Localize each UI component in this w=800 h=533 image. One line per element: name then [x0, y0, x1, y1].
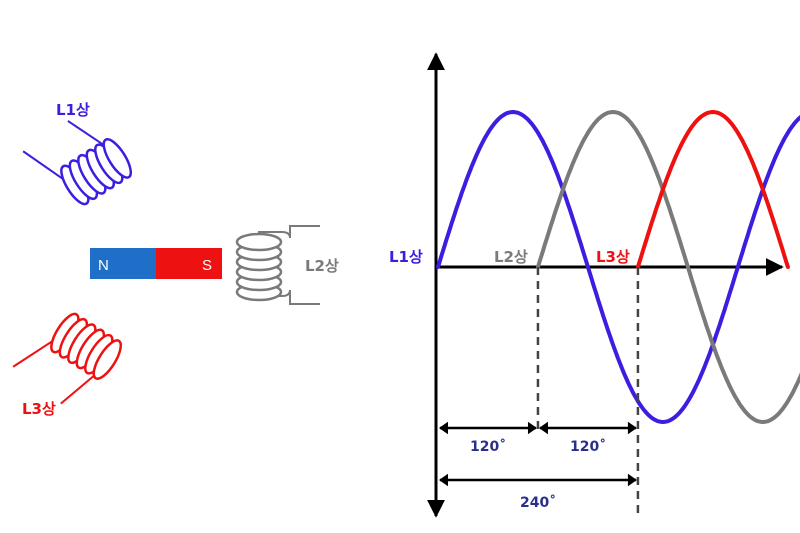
wave-l2 — [536, 109, 800, 425]
magnet-north — [90, 248, 156, 279]
chart-axes — [427, 52, 784, 518]
wave-l3 — [635, 109, 790, 269]
dimension-label-first: 120˚ — [470, 438, 506, 455]
phase-dimensions — [439, 421, 637, 487]
dimension-arrow-second — [538, 421, 637, 435]
phase-label-l2: L2상 — [494, 248, 528, 266]
bar-magnet: N S — [90, 248, 222, 279]
phase-waves — [436, 109, 800, 425]
dimension-label-total: 240˚ — [520, 494, 556, 511]
magnet-south — [156, 248, 222, 279]
magnet-north-label: N — [98, 257, 109, 274]
l3-coil-label: L3상 — [22, 400, 56, 418]
dimension-label-second: 120˚ — [570, 438, 606, 455]
phase-label-l3: L3상 — [596, 248, 630, 266]
dimension-arrow-first — [439, 421, 537, 435]
l2-coil — [235, 225, 320, 305]
wave-l1 — [436, 109, 800, 425]
l2-coil-label: L2상 — [305, 257, 339, 275]
phase-label-l1: L1상 — [389, 248, 423, 266]
dimension-arrow-total — [439, 473, 637, 487]
magnet-south-label: S — [202, 257, 212, 274]
phase-drop-lines — [536, 267, 640, 515]
l1-coil — [22, 120, 133, 206]
l3-coil — [12, 312, 123, 405]
l1-coil-label: L1상 — [56, 101, 90, 119]
